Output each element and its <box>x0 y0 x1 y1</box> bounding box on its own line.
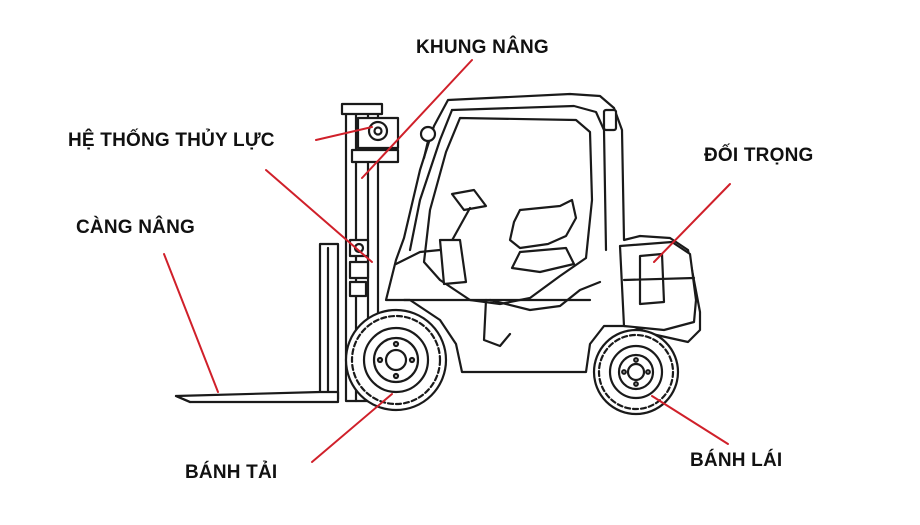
rear-wheel <box>592 328 680 416</box>
label-lifting-frame: KHUNG NÂNG <box>416 37 549 58</box>
leader-hydraulic-system-2 <box>265 169 373 263</box>
leader-forks <box>163 253 219 393</box>
label-hydraulic-system: HỆ THỐNG THỦY LỰC <box>68 130 275 151</box>
label-counterweight: ĐỐI TRỌNG <box>704 145 814 166</box>
label-forks: CÀNG NÂNG <box>76 217 195 238</box>
leader-counterweight <box>653 183 731 263</box>
leader-hydraulic-system <box>315 126 373 141</box>
chassis <box>384 92 702 374</box>
leader-load-wheel <box>311 393 393 463</box>
label-steering-wheel: BÁNH LÁI <box>690 450 783 471</box>
hydraulic-unit <box>348 116 400 298</box>
leader-lifting-frame <box>361 59 473 179</box>
front-wheel <box>344 308 448 412</box>
leader-steering-wheel <box>651 395 729 445</box>
forks <box>174 242 340 404</box>
label-load-wheel: BÁNH TẢI <box>185 462 278 483</box>
